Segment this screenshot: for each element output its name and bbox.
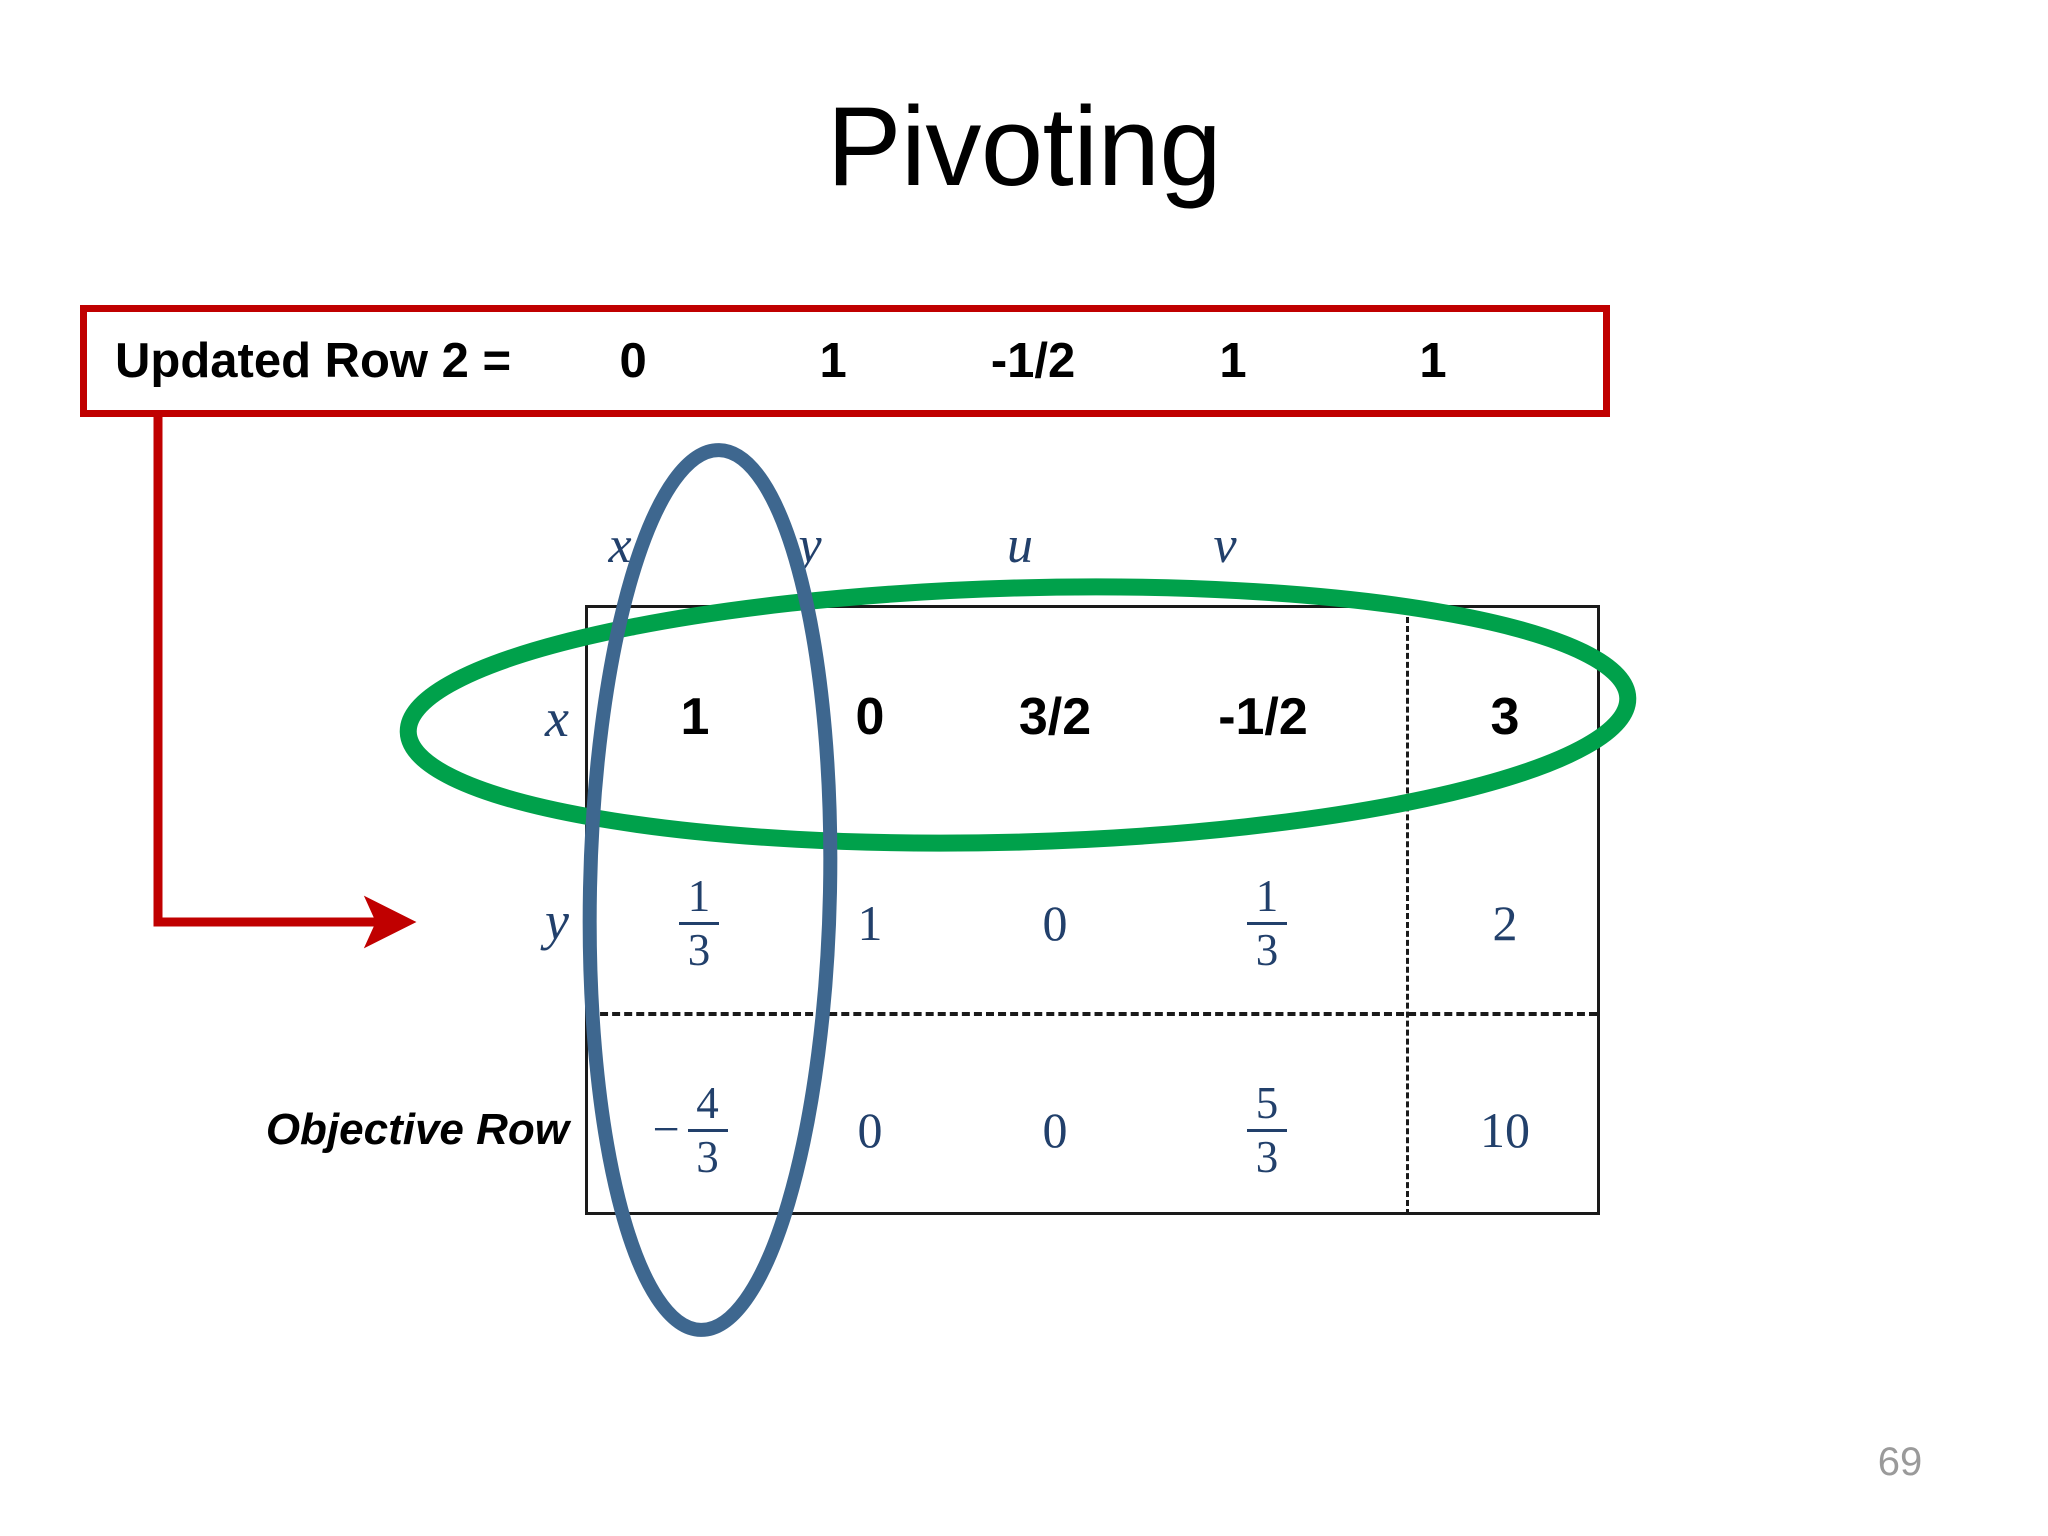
- column-header-y: y: [798, 517, 822, 574]
- fraction-stack: 1 3: [679, 870, 719, 975]
- cell-r0-c3: -1/2: [1163, 667, 1363, 767]
- tableau-column-headers: x y u v: [585, 516, 1600, 596]
- column-header-u: u: [1007, 517, 1033, 574]
- updated-row-value-1: 1: [819, 334, 847, 388]
- objective-divider: [588, 1012, 1597, 1016]
- cell-r2-c0: − 4 3: [585, 1070, 795, 1190]
- fraction-stack: 1 3: [1247, 870, 1287, 975]
- row-label-x: x: [545, 688, 569, 748]
- fraction-numerator: 4: [696, 1077, 719, 1128]
- updated-row-value-4: 1: [1419, 334, 1447, 388]
- page-title: Pivoting: [826, 84, 1222, 209]
- updated-row-content: Updated Row 2 = 0 1 -1/2 1 1: [87, 312, 1603, 410]
- cell-r0-c2: 3/2: [955, 667, 1155, 767]
- cell-value: 0: [857, 1102, 883, 1158]
- updated-row-value-0: 0: [619, 334, 647, 388]
- cell-value: 0: [1042, 1102, 1068, 1158]
- row-label-y: y: [545, 891, 569, 951]
- fraction-numerator: 1: [1255, 870, 1279, 921]
- cell-r0-c1: 0: [770, 667, 970, 767]
- page-number: 69: [1877, 1440, 1923, 1484]
- cell-r1-c1: 1: [770, 863, 970, 983]
- tableau-row-labels: x y Objective Row: [240, 605, 585, 1215]
- updated-row-callout: Updated Row 2 = 0 1 -1/2 1 1: [80, 305, 1610, 417]
- updated-row-value-3: 1: [1219, 334, 1247, 388]
- cell-value: 1: [857, 895, 883, 951]
- fraction-one-third: 1 3: [1239, 870, 1287, 975]
- row-label-objective: Objective Row: [265, 1105, 569, 1154]
- cell-r1-rhs: 2: [1415, 863, 1595, 983]
- cell-r1-c3: 1 3: [1163, 863, 1363, 983]
- cell-value: -1/2: [1218, 688, 1308, 746]
- cell-r2-rhs: 10: [1415, 1070, 1595, 1190]
- updated-row-label: Updated Row 2 =: [115, 334, 512, 388]
- fraction-denominator: 3: [696, 1131, 719, 1182]
- updated-row-value-2: -1/2: [990, 334, 1076, 388]
- cell-value: 3: [1490, 688, 1520, 746]
- fraction-one-third: 1 3: [671, 870, 719, 975]
- cell-r2-c3: 5 3: [1163, 1070, 1363, 1190]
- tableau-cells: 1 0 3/2 -1/2 3 1 3 1: [585, 605, 1600, 1215]
- fraction-denominator: 3: [1255, 924, 1279, 975]
- cell-value: 10: [1480, 1102, 1530, 1158]
- fraction-denominator: 3: [1255, 1131, 1279, 1182]
- cell-r2-c1: 0: [770, 1070, 970, 1190]
- column-header-x: x: [608, 517, 632, 574]
- cell-r2-c2: 0: [955, 1070, 1155, 1190]
- cell-r0-c0: 1: [595, 667, 795, 767]
- cell-r1-c0: 1 3: [595, 863, 795, 983]
- fraction-numerator: 1: [687, 870, 711, 921]
- fraction-negative-four-thirds: − 4 3: [652, 1077, 728, 1182]
- updated-row-values: 0 1 -1/2 1 1: [533, 333, 1533, 389]
- cell-value: 0: [1042, 895, 1068, 951]
- column-header-v: v: [1213, 517, 1237, 574]
- rhs-divider: [1406, 608, 1409, 1215]
- cell-r0-rhs: 3: [1415, 667, 1595, 767]
- fraction-denominator: 3: [687, 924, 711, 975]
- fraction-stack: 4 3: [687, 1077, 728, 1182]
- fraction-numerator: 5: [1255, 1077, 1279, 1128]
- cell-value: 1: [680, 688, 710, 746]
- cell-r1-c2: 0: [955, 863, 1155, 983]
- cell-value: 2: [1492, 895, 1518, 951]
- fraction-bar: [1247, 921, 1287, 925]
- fraction-stack: 5 3: [1247, 1077, 1287, 1182]
- fraction-bar: [1247, 1128, 1287, 1132]
- fraction-five-thirds: 5 3: [1239, 1077, 1287, 1182]
- cell-value: 0: [855, 688, 885, 746]
- fraction-sign: −: [652, 1103, 680, 1156]
- cell-value: 3/2: [1018, 688, 1092, 746]
